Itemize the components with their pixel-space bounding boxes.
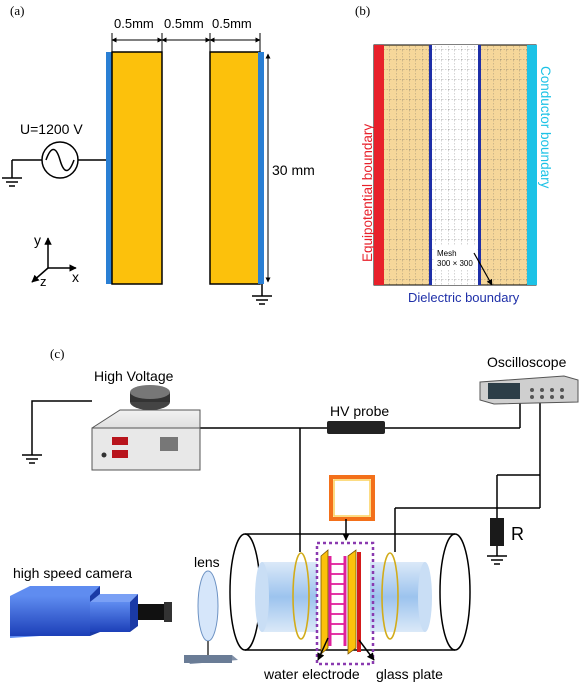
resistor-label: R — [511, 524, 524, 544]
panel-b-label: (b) — [355, 3, 370, 18]
equipotential-label: Equipotential boundary — [360, 124, 375, 262]
mesh-title: Mesh — [437, 249, 457, 258]
right-electrode — [209, 51, 261, 285]
mesh-grid — [374, 45, 536, 285]
mesh-size: 300 × 300 — [437, 259, 473, 268]
equipotential-bar — [374, 45, 384, 285]
panel-a: (a) 0.5mm 0.5mm 0.5mm 30 mm U=1200 V — [2, 3, 315, 305]
discharge-image — [329, 475, 375, 521]
high-voltage-label: High Voltage — [94, 368, 174, 384]
conductor-bar — [527, 45, 537, 285]
dielectric-line-left — [429, 45, 432, 285]
right-electrode-edge — [258, 52, 264, 284]
hv-probe-icon — [327, 421, 385, 434]
dim-mid-label: 0.5mm — [164, 16, 204, 31]
lens-icon — [184, 570, 238, 664]
high-voltage-source-icon — [91, 385, 201, 471]
voltage-label: U=1200 V — [20, 121, 83, 137]
resistor-icon — [490, 518, 504, 546]
panel-c-label: (c) — [50, 346, 64, 361]
axis-triad-icon: y x z — [31, 232, 79, 289]
panel-c: (c) High Voltage — [10, 346, 579, 682]
axis-x-label: x — [72, 269, 79, 285]
oscilloscope-label: Oscilloscope — [487, 354, 567, 370]
dielectric-label: Dielectric boundary — [408, 290, 520, 305]
dim-right-label: 0.5mm — [212, 16, 252, 31]
panel-b: (b) Equipotential boundary Conductor bou… — [355, 3, 553, 305]
panel-a-label: (a) — [10, 3, 24, 18]
discharge-dashed-box — [315, 541, 375, 666]
hv-probe-label: HV probe — [330, 403, 389, 419]
water-electrode-label: water electrode — [263, 666, 360, 682]
glass-plate-label: glass plate — [376, 666, 443, 682]
discharge-tube — [229, 533, 471, 651]
oscilloscope-icon — [479, 375, 579, 405]
height-label: 30 mm — [272, 162, 315, 178]
axis-z-label: z — [40, 274, 47, 289]
dim-left-label: 0.5mm — [114, 16, 154, 31]
axis-y-label: y — [34, 232, 41, 248]
left-electrode — [111, 51, 163, 285]
dielectric-line-right — [478, 45, 481, 285]
lens-label: lens — [194, 554, 220, 570]
left-electrode-edge — [106, 52, 112, 284]
electrode-assembly — [320, 549, 361, 655]
high-speed-camera-icon — [10, 586, 172, 638]
conductor-label: Conductor boundary — [538, 66, 553, 189]
camera-label: high speed camera — [13, 565, 132, 581]
